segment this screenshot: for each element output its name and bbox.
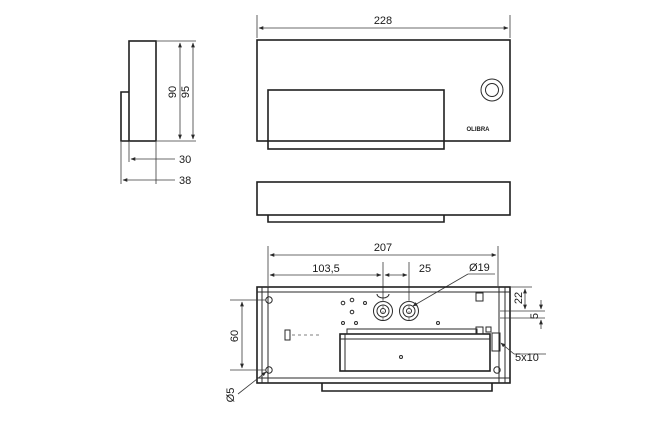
side-depth-inner-label: 30: [179, 154, 191, 166]
front-width-label: 228: [374, 15, 392, 27]
back-view: 207 103,5 25 Ø19: [225, 242, 546, 402]
front-view-window: [267, 89, 445, 150]
back-small-gap-label: 5: [529, 313, 541, 319]
back-spacing-label: 25: [419, 263, 431, 275]
front-logo-text: OLIBRA: [467, 127, 491, 133]
side-view-body: [128, 40, 157, 142]
back-inner-panel: [339, 333, 491, 372]
side-height-outer-label: 95: [180, 86, 192, 98]
back-offset-center-label: 103,5: [312, 263, 340, 275]
side-depth-outer-label: 38: [179, 175, 191, 187]
back-height-label: 60: [229, 330, 241, 342]
screw-hole-bottom-left: [265, 366, 273, 374]
back-view-body: [256, 286, 511, 384]
top-view-body: [256, 181, 511, 216]
front-view: 228 OLIBRA: [256, 15, 511, 150]
screw-hole-bottom-right: [493, 366, 501, 374]
side-height-inner-label: 90: [167, 86, 179, 98]
back-width-label: 207: [374, 242, 392, 254]
top-view-lip: [267, 215, 445, 223]
screw-hole-top-left: [265, 296, 273, 304]
side-view-lip: [120, 91, 129, 142]
top-view: [256, 181, 511, 223]
back-slot-label: 5x10: [515, 352, 539, 364]
front-view-body: [256, 39, 511, 142]
back-hole-diameter-label: Ø19: [469, 262, 490, 274]
back-top-offset-label: 22: [513, 292, 525, 304]
back-screw-hole-label: Ø5: [225, 388, 237, 403]
front-button-icon: [480, 78, 504, 102]
side-view: 90 95 30 38: [120, 40, 196, 187]
